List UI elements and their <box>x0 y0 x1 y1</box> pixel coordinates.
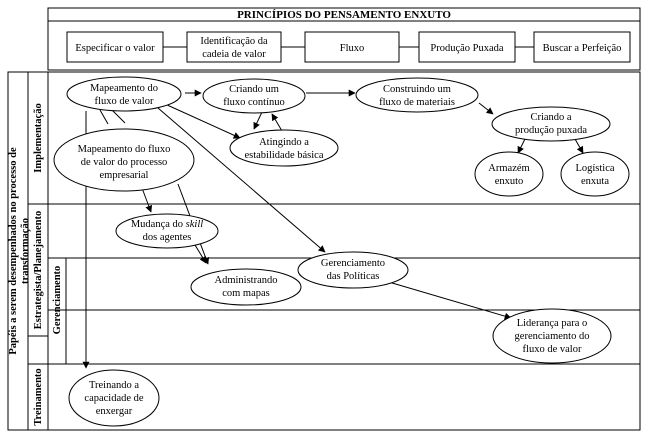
principle-producao-puxada: Produção Puxada <box>418 31 516 63</box>
node-label: enxuto <box>495 176 524 187</box>
node-label: com mapas <box>222 288 270 299</box>
node-label: fluxo contínuo <box>223 97 285 108</box>
node-construindo-fluxo-materiais: Construindo um fluxo de materiais <box>355 77 479 113</box>
node-label: produção puxada <box>515 125 587 136</box>
node-mudanca-skill: Mudança do skill dos agentes <box>115 213 219 249</box>
node-atingindo-estabilidade: Atingindo a estabilidade básica <box>229 129 339 167</box>
principle-fluxo: Fluxo <box>304 31 400 63</box>
principle-label: Especificar o valor <box>75 43 155 54</box>
outer-label-line1: Papéis a serem desempenhados no processo… <box>8 147 19 355</box>
node-label-italic: skill <box>186 219 204 230</box>
node-mapeamento-processo-empresarial: Mapeamento do fluxo de valor do processo… <box>53 128 195 192</box>
node-label: estabilidade básica <box>244 150 323 161</box>
node-logistica-enxuta: Logística enxuta <box>560 151 630 197</box>
line-n1-n6b <box>99 109 109 125</box>
node-label: fluxo de materiais <box>379 97 455 108</box>
node-lideranca-fluxo-valor: Liderança para o gerenciamento do fluxo … <box>492 308 612 364</box>
connectors <box>82 89 584 369</box>
line-n1-n6 <box>111 109 126 124</box>
node-label: Treinando a <box>89 380 139 391</box>
arrow-n1-n5 <box>164 103 241 139</box>
node-label: de valor do processo <box>81 157 168 168</box>
node-armazem-enxuto: Armazém enxuto <box>474 151 544 197</box>
node-label: fluxo de valor <box>523 344 582 355</box>
node-label: Construindo um <box>383 84 451 95</box>
node-label: das Políticas <box>327 271 380 282</box>
node-label: Gerenciamento <box>321 258 385 269</box>
node-label: enxuta <box>581 176 609 187</box>
node-label: Armazém <box>488 163 529 174</box>
principles-header-frame <box>47 7 641 71</box>
node-criando-fluxo-continuo: Criando um fluxo contínuo <box>202 78 306 114</box>
label-gerenciamento: Gerenciamento <box>52 266 63 335</box>
node-label: fluxo de valor <box>95 96 154 107</box>
arrow-n1-n10 <box>157 107 326 253</box>
outer-label-line2: transformação <box>20 218 31 284</box>
arrow-n9-n11 <box>194 244 207 264</box>
arrow-n4-n8 <box>574 138 584 154</box>
principle-buscar-perfeicao: Buscar a Perfeição <box>533 31 631 63</box>
arrow-n4-n7 <box>517 138 526 154</box>
node-label: enxergar <box>96 406 133 417</box>
node-label: capacidade de <box>84 393 144 404</box>
node-gerenciamento-politicas: Gerenciamento das Políticas <box>297 251 409 289</box>
node-label: Mapeamento do fluxo <box>78 144 171 155</box>
node-label: gerenciamento do <box>515 331 590 342</box>
label-treinamento: Treinamento <box>33 368 44 425</box>
arrow-n2-n5 <box>253 111 263 130</box>
node-label: Liderança para o <box>517 318 588 329</box>
node-label: Mapeamento do <box>90 83 158 94</box>
arrow-n6-n9 <box>141 187 153 213</box>
node-label: Mudança do skill <box>131 219 203 230</box>
principles-title: PRINCÍPIOS DO PENSAMENTO ENXUTO <box>237 9 451 21</box>
node-label-part: Mudança do <box>131 219 186 230</box>
node-treinando-capacidade: Treinando a capacidade de enxergar <box>68 369 160 427</box>
node-mapeamento-fluxo-valor: Mapeamento do fluxo de valor <box>66 76 182 112</box>
principle-cadeia-valor: Identificação da cadeia de valor <box>186 31 282 63</box>
principle-label: Identificação da <box>200 36 268 47</box>
principle-label: Buscar a Perfeição <box>543 43 622 54</box>
arrow-n3-n4 <box>478 102 494 115</box>
node-label: Criando a <box>530 112 571 123</box>
node-administrando-mapas: Administrando com mapas <box>190 268 302 306</box>
node-label: empresarial <box>100 170 149 181</box>
arrow-n10-n12 <box>381 279 512 320</box>
principle-label: Fluxo <box>340 43 365 54</box>
principle-especificar-valor: Especificar o valor <box>66 31 164 63</box>
principle-label: cadeia de valor <box>202 49 266 60</box>
node-label: dos agentes <box>143 232 192 243</box>
node-label: Atingindo a <box>259 137 309 148</box>
label-implementacao: Implementação <box>33 103 44 172</box>
node-label: Criando um <box>229 84 279 95</box>
arrow-n5-n2 <box>271 113 283 132</box>
principle-label: Produção Puxada <box>430 43 504 54</box>
roles-frame <box>7 71 641 431</box>
outer-side-label: Papéis a serem desempenhados no processo… <box>8 147 31 355</box>
label-estrategista: Estrategista/Planejamento <box>33 211 44 329</box>
node-label: Logística <box>575 163 614 174</box>
node-label: Administrando <box>215 275 278 286</box>
node-criando-producao-puxada: Criando a produção puxada <box>491 106 611 142</box>
